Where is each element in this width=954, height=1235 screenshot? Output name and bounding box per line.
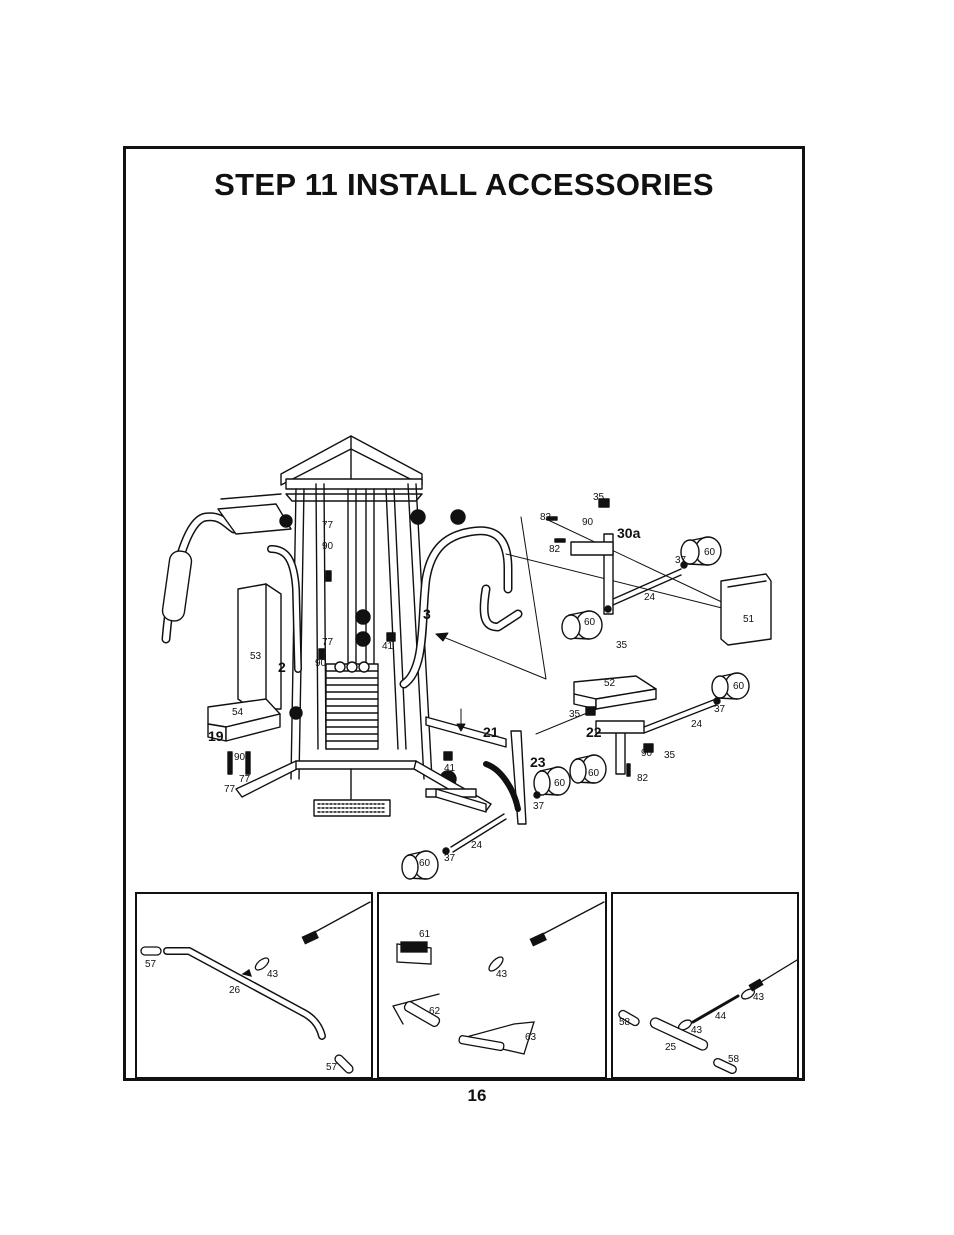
label-90-lower: 90 xyxy=(234,752,246,763)
label-82-second: 82 xyxy=(549,544,561,555)
label-51: 51 xyxy=(743,614,755,625)
lat-arm xyxy=(399,526,523,689)
weight-stack xyxy=(325,661,379,750)
label-41-lower: 41 xyxy=(444,763,456,774)
label-44: 44 xyxy=(715,1011,727,1022)
label-35-seat-right: 35 xyxy=(664,750,676,761)
label-43-lower: 43 xyxy=(691,1025,703,1036)
label-24-lower: 24 xyxy=(471,840,483,851)
label-25: 25 xyxy=(665,1042,677,1053)
leg-pad-51 xyxy=(720,573,772,646)
rollers-lower xyxy=(401,754,607,880)
label-43: 43 xyxy=(496,969,508,980)
press-arm xyxy=(161,493,302,673)
top-frame xyxy=(280,435,423,502)
label-63: 63 xyxy=(525,1032,537,1043)
label-60-upper: 60 xyxy=(704,547,716,558)
label-43: 43 xyxy=(267,969,279,980)
page-number: 16 xyxy=(467,1086,487,1105)
label-58-left: 58 xyxy=(619,1017,631,1028)
label-60-lower-right: 60 xyxy=(588,768,600,779)
foot-plate xyxy=(313,768,391,817)
seat-pad-52 xyxy=(573,672,750,775)
label-82-top: 82 xyxy=(540,512,552,523)
label-77-bottom: 77 xyxy=(224,784,236,795)
page-title: STEP 11 INSTALL ACCESSORIES xyxy=(214,167,714,202)
label-53: 53 xyxy=(250,651,262,662)
label-77-middle: 77 xyxy=(322,637,334,648)
label-3: 3 xyxy=(423,606,431,622)
label-22: 22 xyxy=(586,724,602,740)
instruction-frame: STEP 11 INSTALL ACCESSORIES xyxy=(123,146,805,1081)
label-90-seat: 90 xyxy=(641,748,653,759)
label-60-seat: 60 xyxy=(733,681,745,692)
label-77-upper: 77 xyxy=(322,520,334,531)
label-60-bottom: 60 xyxy=(419,858,431,869)
seat-pad xyxy=(207,698,281,742)
label-62: 62 xyxy=(429,1006,441,1017)
panel-short-bar: 58 43 44 43 25 58 xyxy=(611,892,799,1079)
bolts xyxy=(227,516,631,777)
label-19: 19 xyxy=(208,728,224,744)
label-37-lower: 37 xyxy=(533,801,545,812)
label-58-right: 58 xyxy=(728,1054,740,1065)
label-90-top: 90 xyxy=(582,517,594,528)
leg-bracket-30a xyxy=(570,498,682,615)
label-52: 52 xyxy=(604,678,616,689)
label-37-upper: 37 xyxy=(675,555,687,566)
label-24-seat: 24 xyxy=(691,719,703,730)
label-37-bottom: 37 xyxy=(444,853,456,864)
label-35-seat: 35 xyxy=(569,709,581,720)
label-61: 61 xyxy=(419,929,431,940)
label-21: 21 xyxy=(483,724,499,740)
label-30a: 30a xyxy=(617,525,641,541)
label-54: 54 xyxy=(232,707,244,718)
label-24-upper: 24 xyxy=(644,592,656,603)
label-37-seat: 37 xyxy=(714,704,726,715)
label-26: 26 xyxy=(229,985,241,996)
label-35-mid: 35 xyxy=(616,640,628,651)
back-pad xyxy=(237,583,282,710)
main-assembly-diagram: 2 3 19 21 22 23 30a 53 54 77 90 77 90 41… xyxy=(161,435,772,880)
rollers-upper xyxy=(561,536,722,640)
label-43-upper: 43 xyxy=(753,992,765,1003)
label-60-left: 60 xyxy=(584,617,596,628)
label-23: 23 xyxy=(530,754,546,770)
label-2: 2 xyxy=(278,659,286,675)
panel-handles: 61 43 62 63 xyxy=(377,892,607,1079)
label-41-upper: 41 xyxy=(382,641,394,652)
label-57-right: 57 xyxy=(326,1062,338,1073)
part-labels: 2 3 19 21 22 23 30a 53 54 77 90 77 90 41… xyxy=(208,492,755,869)
label-90-middle: 90 xyxy=(315,658,327,669)
label-35-top: 35 xyxy=(593,492,605,503)
label-60-lower-left: 60 xyxy=(554,778,566,789)
label-90-upper: 90 xyxy=(322,541,334,552)
label-82-seat: 82 xyxy=(637,773,649,784)
label-57-left: 57 xyxy=(145,959,157,970)
leg-developer xyxy=(425,716,527,825)
label-77-lower: 77 xyxy=(239,774,251,785)
panel-lat-bar: 57 43 26 57 xyxy=(135,892,373,1079)
